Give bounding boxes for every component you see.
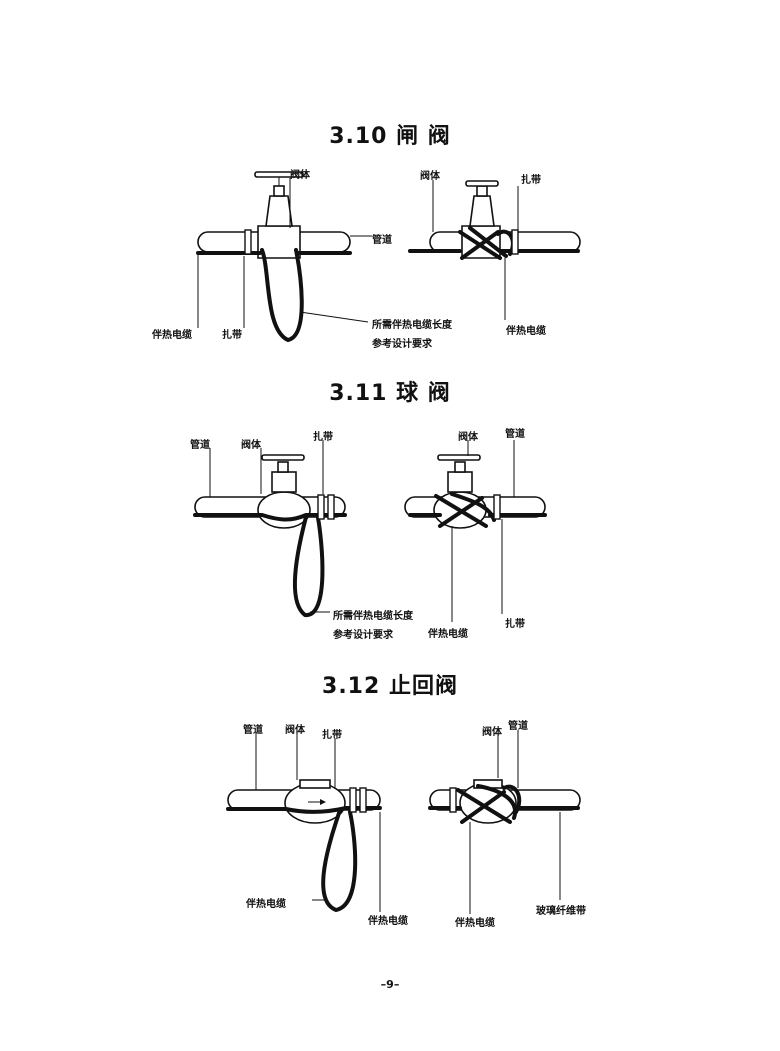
label-note-line1: 所需伴热电缆长度 [372, 320, 452, 331]
ball-valve-right-figure [404, 440, 547, 622]
label-glass-fiber-tape: 玻璃纤维带 [536, 906, 586, 917]
label-tie-right: 扎带 [521, 175, 541, 186]
label-tie: 扎带 [222, 330, 242, 341]
label-heating-cable-right: 伴热电缆 [506, 326, 546, 337]
label-heating-cable: 伴热电缆 [152, 330, 192, 341]
label-tie-ball-right: 扎带 [505, 619, 525, 630]
label-valve-body-check-right: 阀体 [482, 727, 502, 738]
label-pipe: 管道 [372, 235, 392, 246]
section-title-check-valve: 3.12 止回阀 [322, 674, 458, 699]
label-valve-body-ball: 阀体 [241, 440, 261, 451]
label-valve-body: 阀体 [290, 170, 310, 181]
label-note-line2-ball: 参考设计要求 [333, 630, 393, 641]
label-heating-cable-check-right: 伴热电缆 [455, 918, 495, 929]
section-title-gate-valve: 3.10 闸 阀 [329, 124, 451, 149]
gate-valve-left-figure [196, 171, 372, 343]
label-heating-cable-ball-right: 伴热电缆 [428, 629, 468, 640]
label-heating-cable-check-b: 伴热电缆 [368, 916, 408, 927]
label-heating-cable-check-a: 伴热电缆 [246, 899, 286, 910]
gate-valve-right-figure [408, 180, 581, 320]
label-pipe-ball-right: 管道 [505, 429, 525, 440]
label-pipe-check: 管道 [243, 725, 263, 736]
label-valve-body-ball-right: 阀体 [458, 432, 478, 443]
label-pipe-ball: 管道 [190, 440, 210, 451]
label-note-line2: 参考设计要求 [372, 339, 432, 350]
label-tie-check: 扎带 [322, 730, 342, 741]
check-valve-left-figure [226, 733, 382, 913]
label-pipe-check-right: 管道 [508, 721, 528, 732]
ball-valve-left-figure [193, 440, 347, 617]
page-number: –9– [380, 978, 400, 991]
label-tie-ball: 扎带 [313, 432, 333, 443]
label-valve-body-right: 阀体 [420, 171, 440, 182]
label-note-line1-ball: 所需伴热电缆长度 [333, 611, 413, 622]
label-valve-body-check: 阀体 [285, 725, 305, 736]
check-valve-right-figure [428, 730, 581, 914]
section-title-ball-valve: 3.11 球 阀 [329, 381, 451, 406]
